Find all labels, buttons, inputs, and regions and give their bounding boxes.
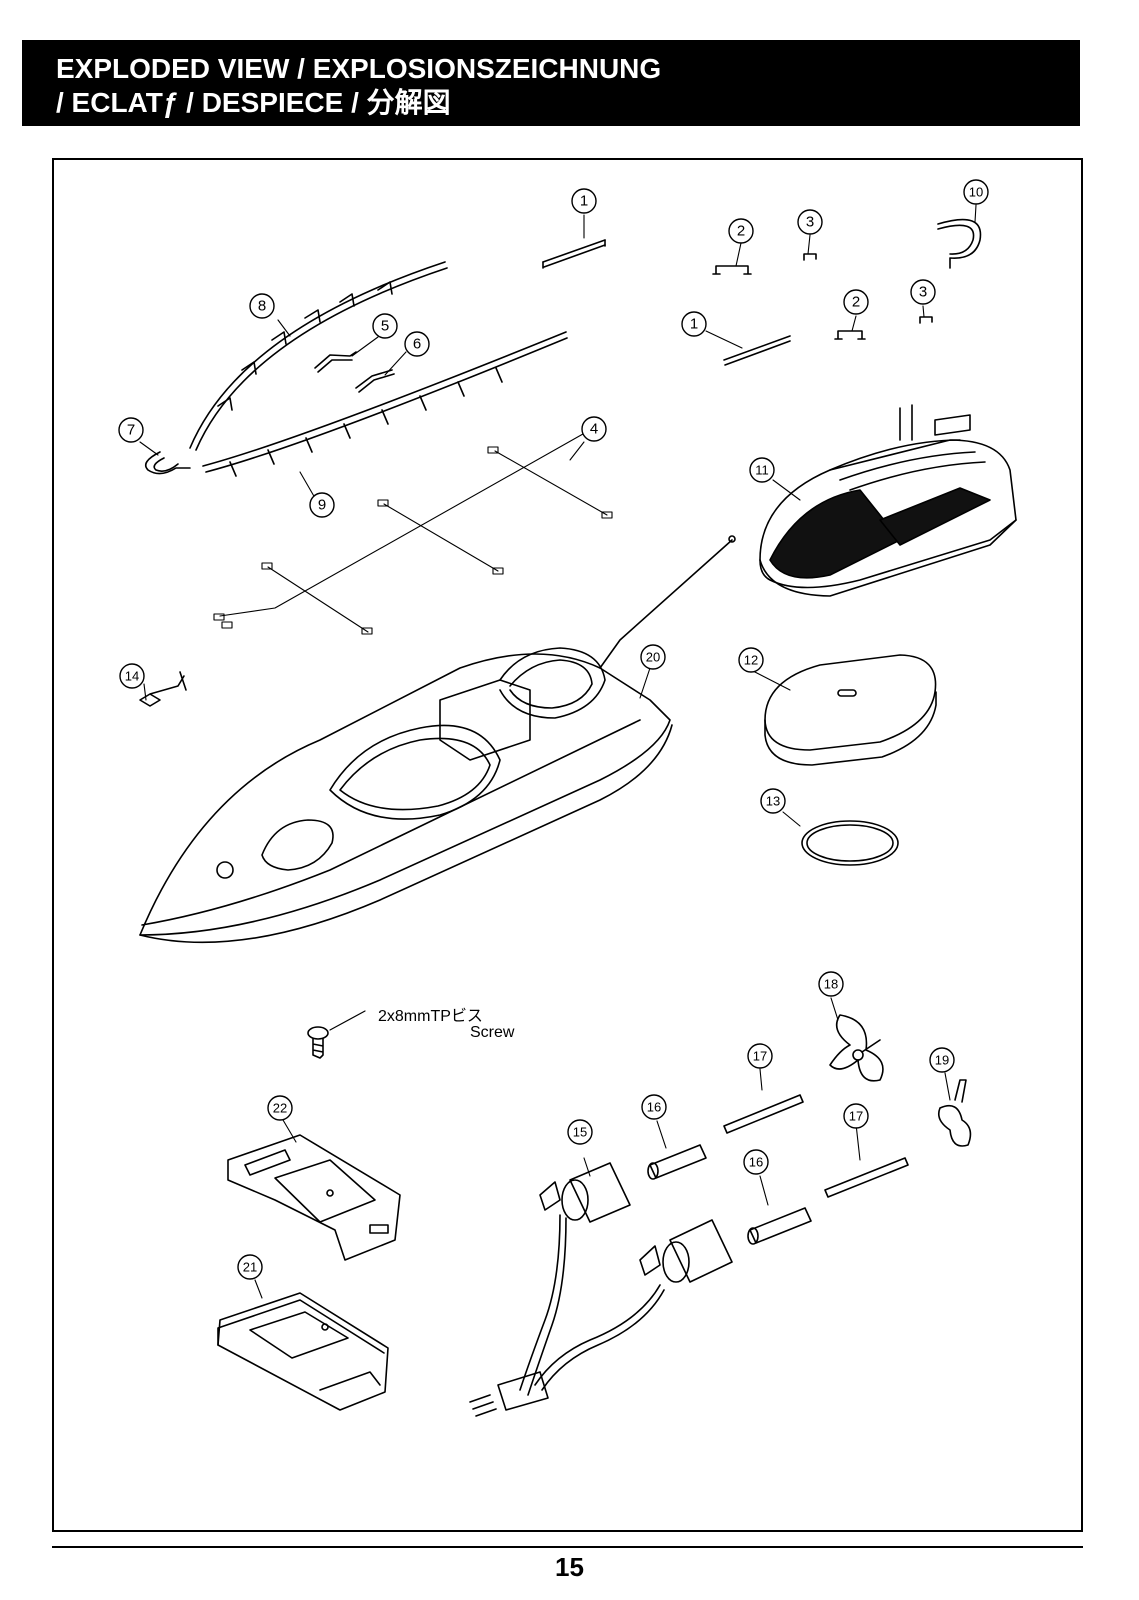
svg-text:11: 11 — [755, 463, 769, 478]
svg-text:14: 14 — [125, 669, 139, 684]
part-13-o-ring — [801, 820, 899, 866]
callout-5: 5 — [372, 313, 398, 339]
svg-text:19: 19 — [935, 1053, 949, 1068]
part-3-clip-a — [803, 253, 817, 261]
part-17-shaft-a — [723, 1094, 804, 1134]
callout-11: 11 — [749, 457, 775, 483]
header-title-line1: EXPLODED VIEW / EXPLOSIONSZEICHNUNG — [56, 53, 662, 84]
callout-1b: 1 — [681, 311, 707, 337]
callout-3a: 3 — [797, 209, 823, 235]
part-21-battery-box — [217, 1292, 389, 1411]
svg-text:10: 10 — [969, 185, 983, 200]
svg-text:2: 2 — [737, 223, 745, 240]
callout-16a: 16 — [641, 1094, 667, 1120]
callout-8: 8 — [249, 293, 275, 319]
callout-19: 19 — [929, 1047, 955, 1073]
svg-text:16: 16 — [749, 1155, 763, 1170]
callout-4: 4 — [581, 416, 607, 442]
screw-2x8mm — [307, 1010, 366, 1059]
callout-2b: 2 — [843, 289, 869, 315]
svg-text:7: 7 — [127, 422, 135, 439]
callout-20: 20 — [640, 644, 666, 670]
svg-text:4: 4 — [590, 421, 598, 438]
svg-text:18: 18 — [824, 977, 838, 992]
part-11-cabin — [759, 404, 1017, 597]
svg-text:5: 5 — [381, 318, 389, 335]
part-19-propeller — [937, 1079, 972, 1147]
svg-text:21: 21 — [243, 1260, 257, 1275]
callout-15: 15 — [567, 1119, 593, 1145]
svg-text:17: 17 — [849, 1109, 863, 1124]
part-9-side-rail — [202, 331, 568, 477]
footer-rule — [52, 1546, 1083, 1548]
part-1-lower-rail — [723, 335, 791, 366]
svg-text:9: 9 — [318, 497, 326, 514]
part-18-propeller — [829, 1014, 884, 1082]
part-14-lead — [139, 671, 187, 707]
callout-17b: 17 — [843, 1103, 869, 1129]
screw-spec-label: 2x8mmTPビス — [378, 1008, 483, 1025]
callout-10: 10 — [963, 179, 989, 205]
diagram-frame — [52, 158, 1083, 1532]
part-20-hull — [139, 535, 736, 944]
callout-12: 12 — [738, 647, 764, 673]
callout-22: 22 — [267, 1095, 293, 1121]
page-header: EXPLODED VIEW / EXPLOSIONSZEICHNUNG / EC… — [22, 40, 1080, 126]
part-6-rail — [355, 369, 395, 393]
part-16-coupler-b — [747, 1207, 812, 1245]
svg-text:12: 12 — [744, 653, 758, 668]
callout-9: 9 — [309, 492, 335, 518]
callout-13: 13 — [760, 788, 786, 814]
callout-6: 6 — [404, 331, 430, 357]
callout-14: 14 — [119, 663, 145, 689]
part-5-rail — [314, 351, 357, 373]
part-4-tie-lines — [213, 429, 613, 635]
svg-text:15: 15 — [573, 1125, 587, 1140]
part-1-top-rail — [542, 239, 606, 269]
header-title-line2: / ECLATƒ / DESPIECE / 分解図 — [56, 87, 451, 118]
svg-text:20: 20 — [646, 650, 660, 665]
callout-21: 21 — [237, 1254, 263, 1280]
screw-label: Screw — [470, 1024, 515, 1041]
part-2-bracket-b — [834, 330, 866, 340]
part-7-hook — [144, 451, 191, 475]
svg-text:17: 17 — [753, 1049, 767, 1064]
page-number: 15 — [555, 1552, 584, 1582]
svg-text:1: 1 — [690, 316, 698, 333]
callout-leaders — [139, 204, 977, 1299]
callout-3b: 3 — [910, 279, 936, 305]
part-22-battery-tray — [227, 1134, 401, 1261]
callout-16b: 16 — [743, 1149, 769, 1175]
svg-text:13: 13 — [766, 794, 780, 809]
part-3-clip-b — [919, 316, 933, 324]
svg-text:16: 16 — [647, 1100, 661, 1115]
part-12-hatch-lid — [764, 654, 937, 766]
callout-2a: 2 — [728, 218, 754, 244]
part-2-bracket-a — [712, 265, 752, 275]
svg-text:3: 3 — [806, 214, 814, 231]
part-16-coupler-a — [647, 1144, 707, 1180]
part-17-shaft-b — [824, 1157, 909, 1198]
callout-7: 7 — [118, 417, 144, 443]
svg-text:6: 6 — [413, 336, 421, 353]
svg-text:3: 3 — [919, 284, 927, 301]
svg-text:22: 22 — [273, 1101, 287, 1116]
part-15-motors — [469, 1162, 733, 1417]
callout-1a: 1 — [571, 188, 597, 214]
svg-text:2: 2 — [852, 294, 860, 311]
callout-18: 18 — [818, 971, 844, 997]
part-10-handrail — [937, 218, 982, 269]
callout-17a: 17 — [747, 1043, 773, 1069]
svg-text:8: 8 — [258, 298, 266, 315]
part-8-side-rail — [189, 261, 448, 451]
svg-text:1: 1 — [580, 193, 588, 210]
